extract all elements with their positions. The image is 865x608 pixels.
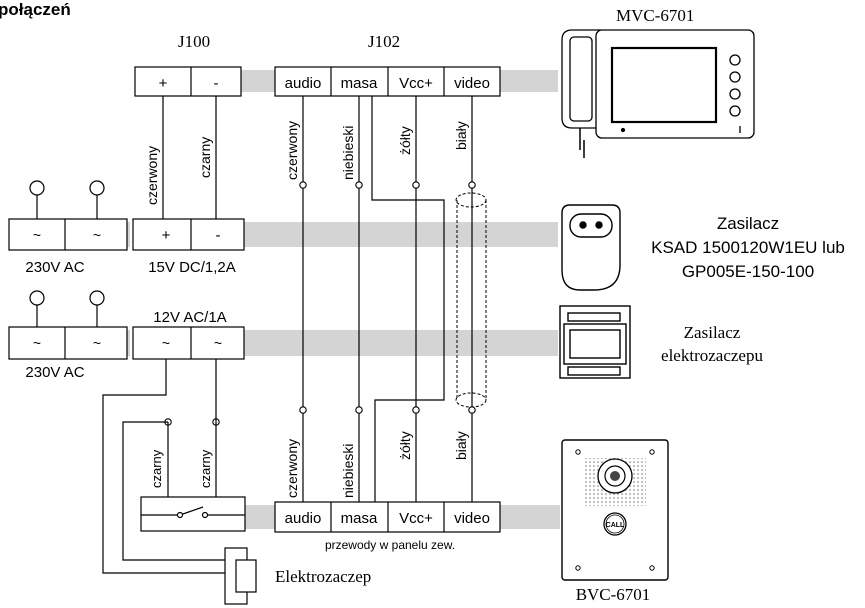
panel-name: BVC-6701 [576,585,651,604]
j100-minus: - [214,75,219,92]
wire-label-j102-blue: niebieski [340,126,356,180]
psu-label-2: KSAD 1500120W1EU lub [651,238,845,257]
lock-psu-icon [559,305,631,379]
psu15-label: 15V DC/1,2A [148,259,236,276]
mains1-tilde-l: ~ [33,227,41,243]
electric-lock-icon [224,547,257,605]
j102-masa: masa [341,75,378,92]
ac12-terminal: 12V AC/1A ~ ~ [132,309,245,360]
panel-note: przewody w panelu zew. [325,538,455,552]
lock-wiring [102,359,225,574]
band-to-panel [500,505,560,529]
j102-video: video [454,75,490,92]
call-button-label: CALL [606,522,625,529]
band-to-monitor [500,70,558,92]
monitor-name: MVC-6701 [616,6,694,25]
monitor-device-icon [561,29,755,158]
wire-label-j102-white: biały [453,121,469,150]
j100-terminal: + - [134,66,242,97]
j100-plus: + [159,75,168,92]
band-to-lock-psu [244,330,558,356]
ac12-label: 12V AC/1A [153,309,226,326]
mains1-tilde-r: ~ [93,227,101,243]
page-title: połączeń [0,0,71,19]
lock-psu-label-1: Zasilacz [684,323,741,342]
wire-label-j102-yellow: żółty [397,126,413,155]
mains2-label: 230V AC [25,364,84,381]
j102-audio: audio [285,75,322,92]
exit-switch [140,496,246,532]
mains2-tilde-r: ~ [93,335,101,351]
band-j100-j102 [240,70,275,92]
wire-label-panel-white: biały [453,431,469,460]
panel-masa: masa [341,510,378,527]
j100-wires [162,96,217,222]
panel-vcc: Vcc+ [399,510,433,527]
psu-15v-terminal: + - 15V DC/1,2A [132,218,245,276]
panel-audio: audio [285,510,322,527]
ac12-tilde-l: ~ [162,335,170,351]
wire-label-j100-black: czarny [197,137,213,178]
power-adapter-icon [561,204,621,291]
j102-terminal: audio masa Vcc+ video [274,66,501,97]
mains-terminal-2: ~ ~ 230V AC [8,290,128,381]
connection-bands [65,70,560,529]
wire-label-j100-red: czerwony [144,146,160,205]
psu-label-3: GP005E-150-100 [682,262,814,281]
psu-label-1: Zasilacz [717,214,779,233]
wire-label-panel-red: czerwony [284,439,300,498]
band-switch-panel [245,505,275,529]
psu15-minus: - [216,227,221,244]
wire-label-lock-black1: czarny [149,449,164,488]
j102-vcc: Vcc+ [399,75,433,92]
mains1-label: 230V AC [25,259,84,276]
junction-points [164,181,476,426]
outdoor-panel-icon: CALL [561,439,669,581]
ac12-tilde-r: ~ [214,335,222,351]
mains2-tilde-l: ~ [33,335,41,351]
lock-psu-label-2: elektrozaczepu [661,346,763,365]
wire-label-j102-red: czerwony [284,121,300,180]
band-to-psu [244,222,558,247]
panel-terminal: audio masa Vcc+ video przewody w panelu … [274,501,501,552]
j102-label: J102 [368,32,400,51]
electric-lock-label: Elektrozaczep [275,567,371,586]
mains-terminal-1: ~ ~ 230V AC [8,180,128,276]
psu15-plus: + [162,227,171,244]
wire-label-panel-blue: niebieski [340,444,356,498]
j102-wires [302,96,473,505]
wire-label-lock-black2: czarny [198,449,213,488]
wire-label-panel-yellow: żółty [397,431,413,460]
panel-video: video [454,510,490,527]
j100-label: J100 [178,32,210,51]
